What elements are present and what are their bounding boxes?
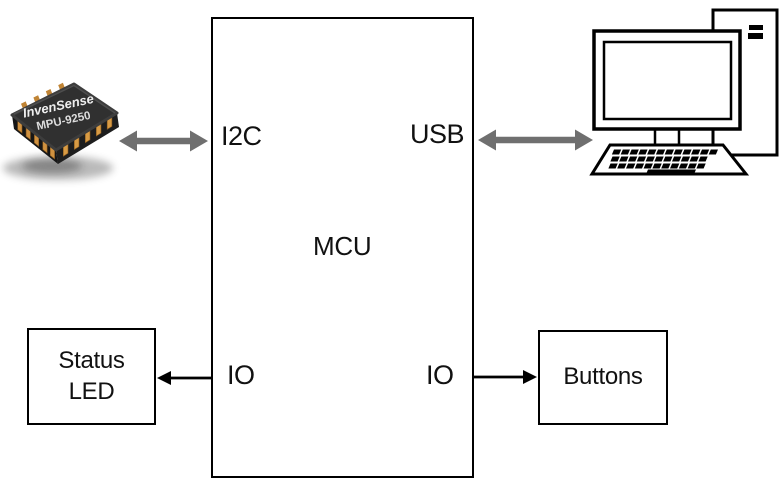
drive-bay-slot	[749, 25, 763, 30]
buttons-block: Buttons	[538, 330, 668, 425]
port-label-io-right: IO	[426, 360, 454, 390]
mcu-block	[211, 17, 474, 478]
status-led-block: Status LED	[27, 328, 156, 425]
keyboard-spacebar	[646, 169, 696, 174]
computer-illustration	[589, 8, 779, 176]
i2c-connection-arrow	[119, 130, 208, 152]
usb-connection-arrow	[478, 129, 593, 151]
status-led-arrow	[157, 371, 211, 385]
buttons-label: Buttons	[563, 363, 643, 391]
port-label-usb: USB	[410, 119, 465, 149]
chip-top-face	[10, 82, 119, 152]
buttons-arrow	[474, 370, 537, 384]
port-label-i2c: I2C	[221, 121, 262, 151]
mcu-title: MCU	[313, 231, 372, 261]
keyboard-keys	[608, 149, 718, 174]
monitor-screen	[602, 40, 733, 121]
sensor-chip-illustration: InvenSense MPU-9250	[3, 82, 119, 180]
port-label-io-left: IO	[227, 360, 255, 390]
status-led-label: Status LED	[58, 346, 125, 405]
drive-bay-slot	[748, 33, 763, 39]
